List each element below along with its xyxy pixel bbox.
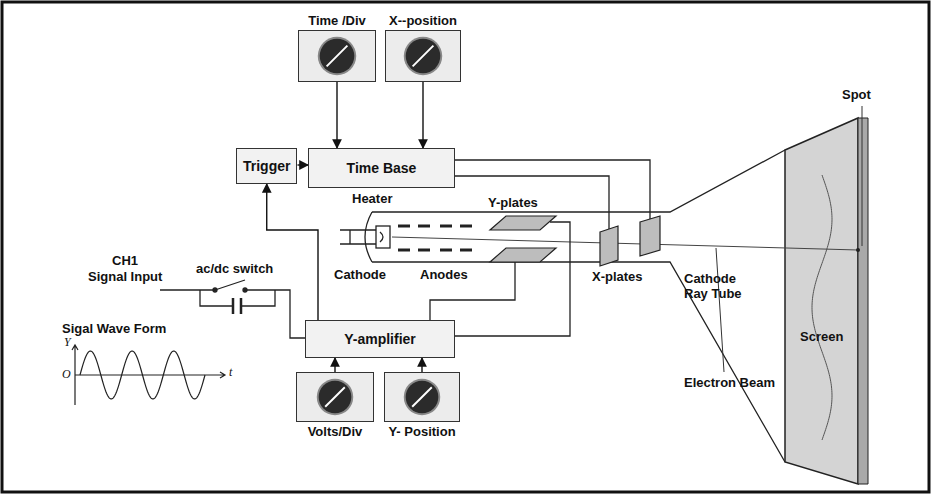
part-label: Screen: [800, 330, 843, 345]
control-label: X--position: [380, 13, 466, 28]
block-label: Y-amplifier: [344, 331, 416, 347]
signal-arrow: [421, 358, 422, 372]
electron-beam: [392, 237, 858, 250]
dial: [299, 31, 375, 81]
signal-arrow: [336, 82, 337, 148]
control-label: Y- Position: [379, 424, 465, 439]
anodes: [398, 226, 472, 250]
part-label: CH1: [112, 254, 138, 269]
control-knob: X--position: [385, 30, 461, 82]
block-label: Time Base: [347, 160, 417, 176]
part-label: Spot: [842, 88, 871, 103]
screen: [785, 118, 858, 484]
spot: [856, 248, 860, 252]
control-knob: Time /Div: [298, 30, 376, 82]
y-plates: [490, 216, 556, 262]
part-label: Electron Beam: [684, 376, 775, 391]
control-label: Volts/Div: [291, 424, 379, 439]
axis-label: Y: [64, 336, 71, 350]
part-label: Sigal Wave Form: [62, 322, 166, 337]
heater-cathode: [340, 226, 390, 248]
part-label: Heater: [352, 192, 392, 207]
dial: [386, 31, 460, 81]
control-knob: Volts/Div: [296, 372, 374, 422]
process-box: Y-amplifier: [305, 320, 455, 358]
dial: [385, 373, 459, 421]
dial: [297, 373, 373, 421]
part-label: X-plates: [592, 270, 643, 285]
axis-label: O: [62, 368, 71, 382]
control-label: Time /Div: [293, 13, 381, 28]
axis-label: t: [229, 366, 232, 380]
process-box: Time Base: [308, 148, 455, 188]
control-knob: Y- Position: [384, 372, 460, 422]
signal-arrow: [422, 82, 423, 148]
part-label: Anodes: [420, 268, 468, 283]
part-label: Signal Input: [88, 270, 162, 285]
signal-arrow: [297, 164, 308, 165]
crt-envelope: [365, 150, 785, 462]
block-label: Trigger: [243, 158, 290, 174]
leader-lines: [716, 106, 862, 372]
part-label: Cathode: [334, 268, 386, 283]
process-box: Trigger: [236, 148, 297, 184]
part-label: Y-plates: [488, 196, 538, 211]
signal-arrow: [267, 184, 318, 320]
screen-edge: [858, 118, 868, 484]
part-label: Cathode Ray Tube: [684, 272, 748, 302]
screen-trace: [812, 175, 832, 440]
part-label: ac/dc switch: [196, 262, 273, 277]
signal-arrow: [334, 358, 335, 372]
signal-waveform: [72, 345, 225, 405]
